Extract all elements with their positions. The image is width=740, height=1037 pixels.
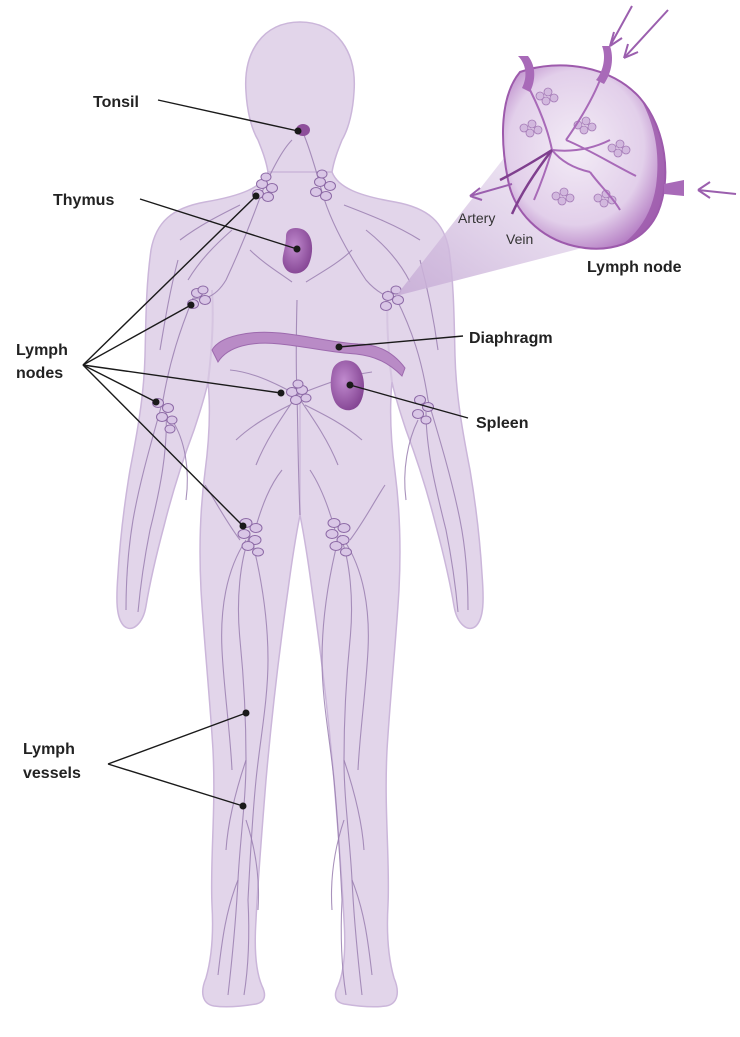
head-shape: [246, 22, 355, 178]
lymph-nodes-label-line2: nodes: [16, 365, 63, 382]
efferent-vessel-right: [664, 180, 684, 196]
artery-label: Artery: [458, 210, 495, 226]
diaphragm-label: Diaphragm: [469, 330, 553, 347]
arrow-upper-right: [624, 10, 668, 58]
vein-label: Vein: [506, 231, 533, 247]
spleen-label: Spleen: [476, 415, 528, 432]
lymph-node-inset: Artery Vein Lymph node: [396, 6, 736, 296]
lymph-node-inset-label: Lymph node: [587, 259, 682, 276]
lymph-vessels-label-line2: vessels: [23, 765, 81, 782]
arrow-top-right: [610, 6, 632, 46]
thymus-label: Thymus: [53, 192, 114, 209]
torso-limbs-shape: [117, 172, 483, 1007]
lymph-vessels-label-line1: Lymph: [23, 741, 75, 758]
tonsil-label: Tonsil: [93, 94, 139, 111]
lymph-nodes-label-line1: Lymph: [16, 342, 68, 359]
